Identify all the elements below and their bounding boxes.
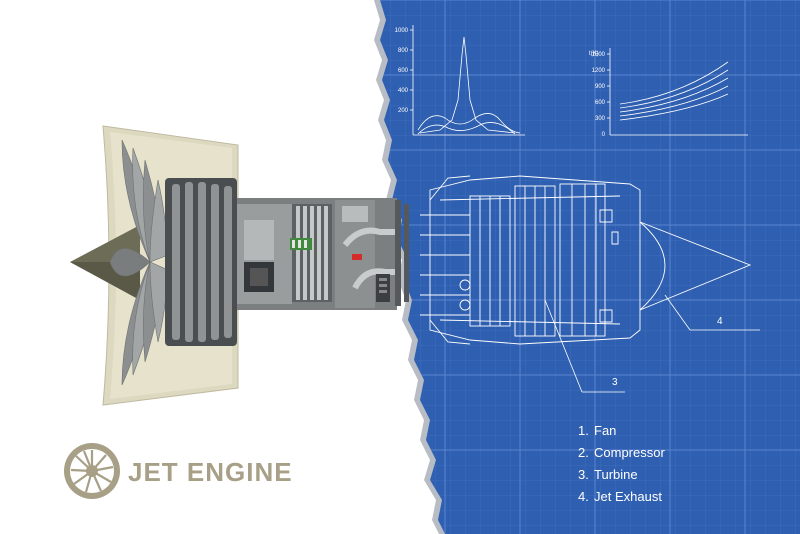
left-tick-400: 400	[398, 88, 409, 94]
legend-label-turbine: Turbine	[594, 467, 638, 482]
right-chart	[607, 48, 748, 136]
fan-emblem-icon	[64, 443, 120, 499]
exhaust-cone	[639, 221, 752, 311]
blueprint-panel	[374, 0, 800, 534]
callout-label-3: 3	[612, 377, 618, 388]
right-chart-curve-2	[619, 69, 729, 109]
fan-blades	[109, 139, 169, 386]
legend-label-compressor: Compressor	[594, 445, 665, 460]
left-tick-1000: 1000	[395, 28, 409, 34]
legend-number-1: 1.	[578, 423, 589, 438]
left-chart-peak-line	[419, 36, 516, 134]
left-tick-600: 600	[398, 68, 409, 74]
right-tick-300: 300	[595, 116, 606, 122]
left-chart-y-ticks: 1000 800 600 400 200	[395, 28, 409, 114]
right-chart-curve-3	[619, 77, 729, 113]
legend-label-jet-exhaust: Jet Exhaust	[594, 489, 662, 504]
right-chart-labels: t(K) 1500 1200 900 600 300 0	[589, 51, 606, 138]
right-tick-1500: 1500	[592, 52, 606, 58]
right-chart-curve-1	[619, 61, 729, 105]
left-chart-wave-a	[417, 113, 521, 134]
legend-number-3: 3.	[578, 467, 589, 482]
left-chart	[410, 25, 525, 136]
callout-label-4: 4	[717, 316, 723, 327]
right-tick-900: 900	[595, 84, 606, 90]
engine-cutaway	[70, 125, 409, 406]
legend-number-4: 4.	[578, 489, 589, 504]
right-tick-1200: 1200	[592, 68, 606, 74]
legend-number-2: 2.	[578, 445, 589, 460]
engine-blueprint-drawing	[420, 175, 752, 345]
callouts	[544, 294, 760, 393]
right-tick-600: 600	[595, 100, 606, 106]
right-chart-y-label: t(K)	[589, 51, 599, 57]
right-chart-curve-5	[619, 93, 729, 121]
left-chart-wave-b	[417, 122, 516, 135]
red-part	[352, 254, 362, 260]
left-tick-200: 200	[398, 108, 409, 114]
component-legend: 1. Fan 2. Compressor 3. Turbine 4. Jet E…	[578, 423, 665, 504]
right-tick-0: 0	[602, 132, 606, 138]
page-title: JET ENGINE	[128, 457, 293, 487]
right-chart-curve-4	[619, 85, 729, 117]
left-tick-800: 800	[398, 48, 409, 54]
legend-label-fan: Fan	[594, 423, 616, 438]
